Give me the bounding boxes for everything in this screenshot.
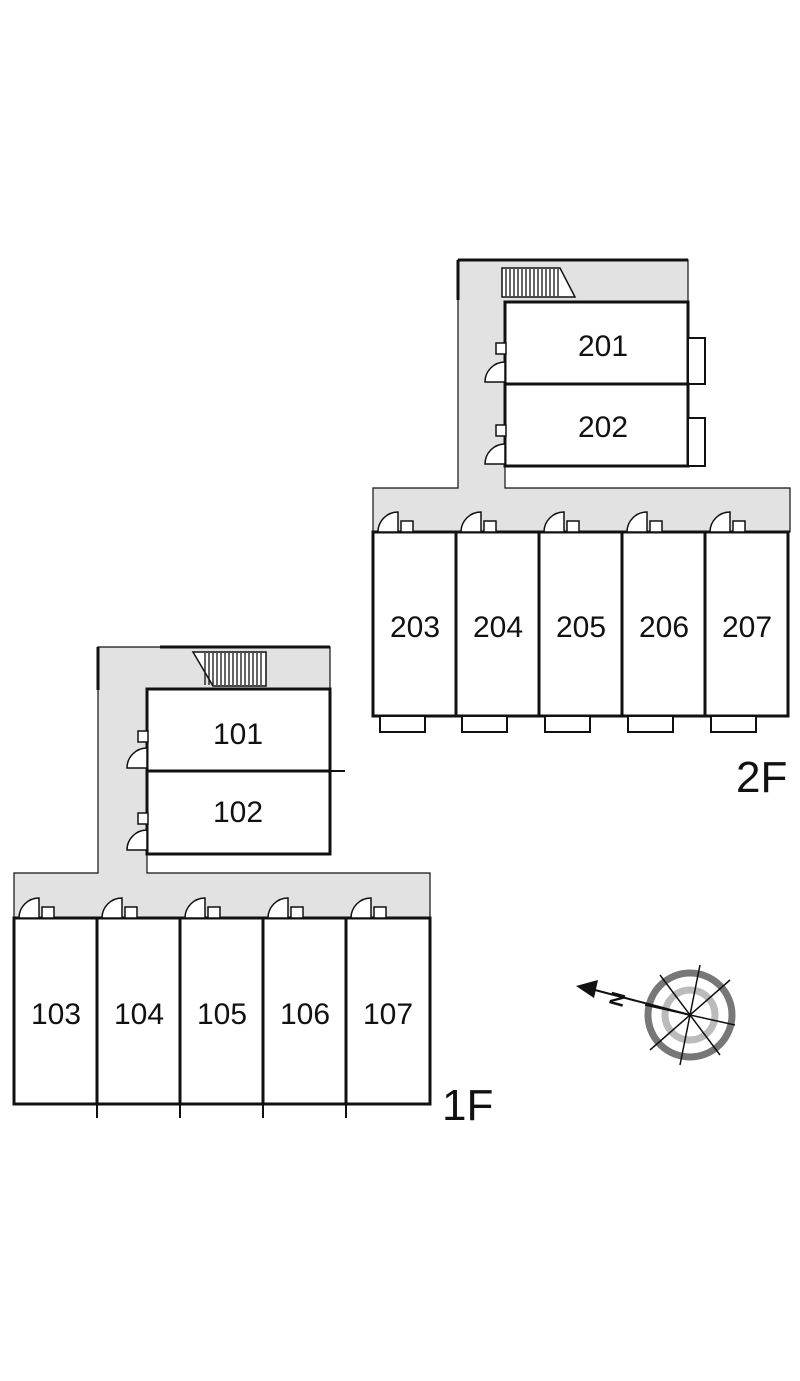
door-icon (18, 897, 387, 919)
room-label: 206 (639, 611, 689, 644)
room-label: 102 (213, 796, 263, 829)
north-label: N (606, 990, 631, 1010)
room-206: 206 (620, 530, 707, 733)
room-207: 207 (703, 530, 790, 733)
stairs-2f (501, 267, 577, 298)
room-label: 202 (578, 411, 628, 444)
room-label: 207 (722, 611, 772, 644)
room-205: 205 (537, 530, 624, 733)
room-label: 204 (473, 611, 523, 644)
room-label: 104 (114, 998, 164, 1031)
room-label: 103 (31, 998, 81, 1031)
compass-rose-icon: N (576, 964, 736, 1066)
room-label: 205 (556, 611, 606, 644)
room-label: 107 (363, 998, 413, 1031)
room-203: 203 (371, 530, 458, 733)
room-103: 103 (12, 916, 99, 1106)
room-label: 201 (578, 330, 628, 363)
floor-1f: 101 102 103 104 105 106 (12, 645, 493, 1130)
room-label: 203 (390, 611, 440, 644)
door-icon (126, 730, 149, 851)
room-201: 201 (503, 300, 706, 386)
door-icon (377, 511, 746, 533)
floor-label-1f: 1F (442, 1081, 493, 1130)
floor-label-2f: 2F (736, 753, 787, 802)
room-101: 101 (145, 687, 345, 773)
room-107: 107 (344, 916, 432, 1106)
corridor-1f (13, 646, 431, 919)
room-label: 101 (213, 718, 263, 751)
corridor-2f (372, 259, 791, 533)
stairs-1f (191, 651, 267, 687)
room-204: 204 (454, 530, 541, 733)
room-102: 102 (145, 769, 332, 856)
room-105: 105 (178, 916, 265, 1106)
room-label: 106 (280, 998, 330, 1031)
room-104: 104 (95, 916, 182, 1106)
room-202: 202 (503, 382, 706, 468)
door-icon (484, 342, 507, 465)
floor-2f: 201 202 203 204 205 (371, 258, 791, 802)
room-106: 106 (261, 916, 348, 1106)
room-label: 105 (197, 998, 247, 1031)
